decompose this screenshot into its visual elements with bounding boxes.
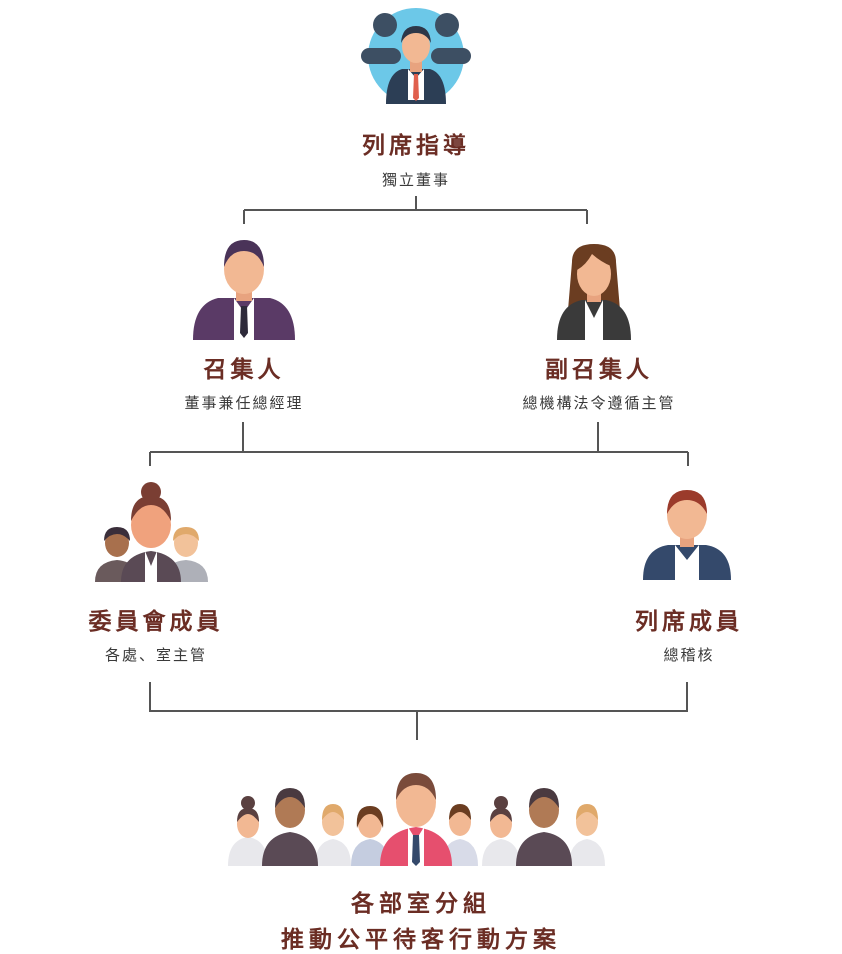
committee-members-icon [95,482,208,582]
convener-subtitle: 董事兼任總經理 [184,394,304,412]
crowd-person-5 [380,773,452,866]
convener-icon [193,240,295,340]
members-subtitle: 各處、室主管 [104,646,208,664]
connector-top-to-second [243,196,588,224]
crowd-person-4 [351,806,389,866]
top-node-title: 列席指導 [362,133,470,159]
groups-title-line2: 推動公平待客行動方案 [281,927,561,953]
vice-convener-title: 副召集人 [545,357,653,383]
attendee-icon [643,490,731,580]
connectors [149,196,689,740]
crowd-person-1 [228,796,268,866]
vice-convener-icon [557,244,631,340]
leader-icon [361,8,471,104]
crowd-person-7 [482,796,520,866]
connector-second-to-third [149,422,689,466]
top-node-subtitle: 獨立董事 [381,171,451,189]
members-title: 委員會成員 [88,609,224,635]
attendees-title: 列席成員 [635,609,743,635]
crowd-icon [228,773,605,866]
convener-title: 召集人 [203,357,285,383]
attendees-subtitle: 總稽核 [663,646,715,664]
crowd-person-9 [569,804,605,866]
crowd-person-8 [516,788,572,866]
groups-title-line1: 各部室分組 [351,891,491,917]
vice-convener-subtitle: 總機構法令遵循主管 [522,394,676,412]
connector-third-to-groups [149,682,688,740]
crowd-person-3 [315,804,351,866]
crowd-person-2 [262,788,318,866]
